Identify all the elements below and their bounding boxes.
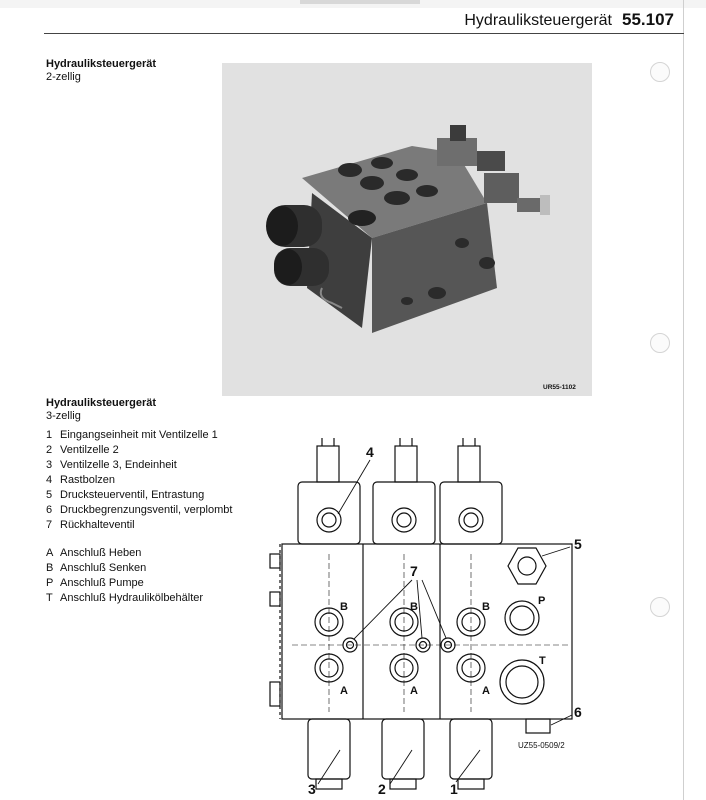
valve-photo-illustration — [266, 125, 550, 333]
binder-hole — [650, 597, 670, 617]
valve-photo — [222, 63, 592, 396]
port-label-p: P — [538, 595, 545, 607]
viewer-top-bar — [0, 0, 706, 8]
binder-hole — [650, 62, 670, 82]
port-label-a: A — [340, 685, 348, 697]
page-header: Hydrauliksteuergerät 55.107 — [464, 10, 674, 30]
valve-body — [269, 543, 573, 734]
section-subtitle-2-cell: 2-zellig — [46, 71, 81, 83]
port-label-b: B — [410, 601, 418, 613]
port-label-a: A — [482, 685, 490, 697]
page-edge — [683, 0, 684, 800]
callout-6: 6 — [574, 704, 582, 720]
section-subtitle-3-cell: 3-zellig — [46, 410, 81, 422]
callout-4: 4 — [366, 444, 374, 460]
callout-7: 7 — [410, 563, 418, 579]
callout-leaders — [317, 459, 573, 785]
callout-3: 3 — [308, 781, 316, 797]
header-title: Hydrauliksteuergerät — [464, 12, 612, 29]
section-title-2-cell: Hydrauliksteuergerät — [46, 58, 157, 70]
valve-heads — [297, 481, 503, 545]
binder-hole — [650, 333, 670, 353]
lower-cylinders — [307, 718, 493, 790]
diagram-caption: UZ55-0509/2 — [518, 741, 565, 750]
viewer-tab[interactable] — [300, 0, 420, 4]
page-number: 55.107 — [622, 10, 674, 29]
header-rule — [44, 33, 684, 34]
valve-diagram: B B B A A A P T 4 5 6 7 3 2 1 UZ55-0509/… — [269, 438, 582, 797]
port-label-b: B — [482, 601, 490, 613]
callout-1: 1 — [450, 781, 458, 797]
top-fittings — [316, 438, 481, 483]
section-title-3-cell: Hydrauliksteuergerät — [46, 397, 157, 409]
callout-2: 2 — [378, 781, 386, 797]
port-label-t: T — [539, 655, 546, 667]
photo-caption: UR55-1102 — [543, 384, 576, 391]
callout-5: 5 — [574, 536, 582, 552]
port-label-b: B — [340, 601, 348, 613]
port-label-a: A — [410, 685, 418, 697]
